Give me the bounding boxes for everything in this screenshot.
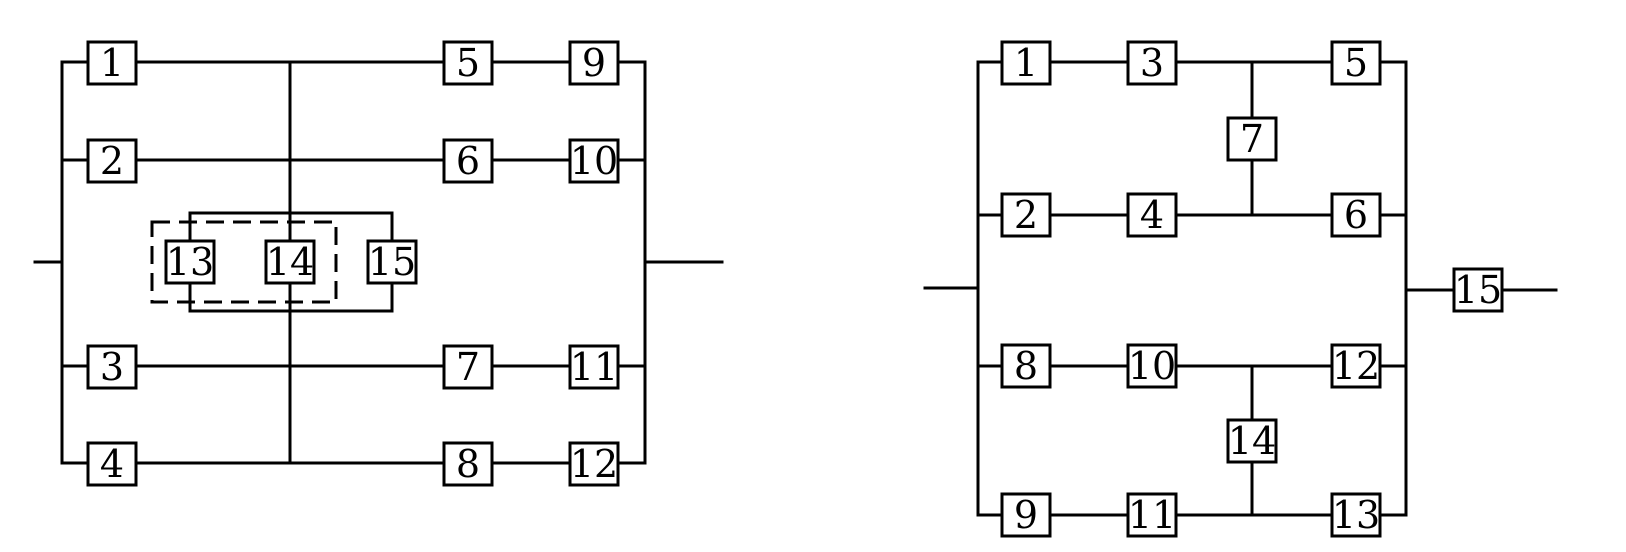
svg-text:2: 2: [100, 139, 124, 183]
svg-text:5: 5: [456, 41, 480, 85]
left-block-10: 10: [568, 138, 620, 184]
left-block-12: 12: [568, 441, 620, 487]
left-block-13: 13: [164, 239, 216, 285]
svg-text:13: 13: [166, 240, 214, 284]
left-diagram: 1 2 3 4 5 6 7 8 9 10 11 12 13 14 15: [33, 40, 724, 487]
right-block-2: 2: [1000, 192, 1052, 238]
left-block-1: 1: [86, 40, 138, 86]
svg-text:8: 8: [456, 442, 480, 486]
right-block-12: 12: [1330, 343, 1382, 389]
svg-text:13: 13: [1332, 493, 1380, 537]
right-block-13: 13: [1330, 492, 1382, 538]
right-block-6: 6: [1330, 192, 1382, 238]
right-block-10: 10: [1126, 343, 1178, 389]
right-block-1: 1: [1000, 40, 1052, 86]
svg-text:8: 8: [1014, 344, 1038, 388]
right-block-14: 14: [1226, 418, 1278, 464]
right-block-11: 11: [1126, 492, 1178, 538]
right-block-15: 15: [1452, 267, 1504, 313]
svg-text:1: 1: [1014, 41, 1038, 85]
svg-text:14: 14: [1228, 419, 1276, 463]
svg-text:10: 10: [570, 139, 618, 183]
left-block-6: 6: [442, 138, 494, 184]
right-block-9: 9: [1000, 492, 1052, 538]
svg-text:2: 2: [1014, 193, 1038, 237]
right-diagram: 1 2 3 4 5 6 7 8 9 10 11 12 13 14 15: [923, 40, 1558, 538]
svg-text:3: 3: [100, 345, 124, 389]
svg-text:9: 9: [1014, 493, 1038, 537]
left-block-2: 2: [86, 138, 138, 184]
svg-text:15: 15: [1454, 268, 1502, 312]
svg-text:5: 5: [1344, 41, 1368, 85]
svg-text:11: 11: [1128, 493, 1176, 537]
svg-text:12: 12: [1332, 344, 1380, 388]
svg-text:7: 7: [456, 345, 480, 389]
svg-text:14: 14: [266, 240, 314, 284]
right-block-4: 4: [1126, 192, 1178, 238]
right-block-5: 5: [1330, 40, 1382, 86]
svg-text:3: 3: [1140, 41, 1164, 85]
left-block-8: 8: [442, 441, 494, 487]
right-block-3: 3: [1126, 40, 1178, 86]
svg-text:12: 12: [570, 442, 618, 486]
svg-text:4: 4: [100, 442, 124, 486]
left-block-15: 15: [366, 239, 418, 285]
svg-text:10: 10: [1128, 344, 1176, 388]
left-block-11: 11: [568, 344, 620, 390]
left-block-14: 14: [264, 239, 316, 285]
svg-text:4: 4: [1140, 193, 1164, 237]
svg-text:15: 15: [368, 240, 416, 284]
left-block-3: 3: [86, 344, 138, 390]
left-block-5: 5: [442, 40, 494, 86]
svg-text:9: 9: [582, 41, 606, 85]
left-block-7: 7: [442, 344, 494, 390]
right-wires: [923, 60, 1558, 517]
svg-text:1: 1: [100, 41, 124, 85]
svg-text:6: 6: [1344, 193, 1368, 237]
svg-text:6: 6: [456, 139, 480, 183]
left-block-9: 9: [568, 40, 620, 86]
svg-text:11: 11: [570, 345, 618, 389]
svg-text:7: 7: [1240, 117, 1264, 161]
right-block-7: 7: [1226, 116, 1278, 162]
dashed-group-boundary: [150, 220, 338, 304]
right-block-8: 8: [1000, 343, 1052, 389]
left-block-4: 4: [86, 441, 138, 487]
